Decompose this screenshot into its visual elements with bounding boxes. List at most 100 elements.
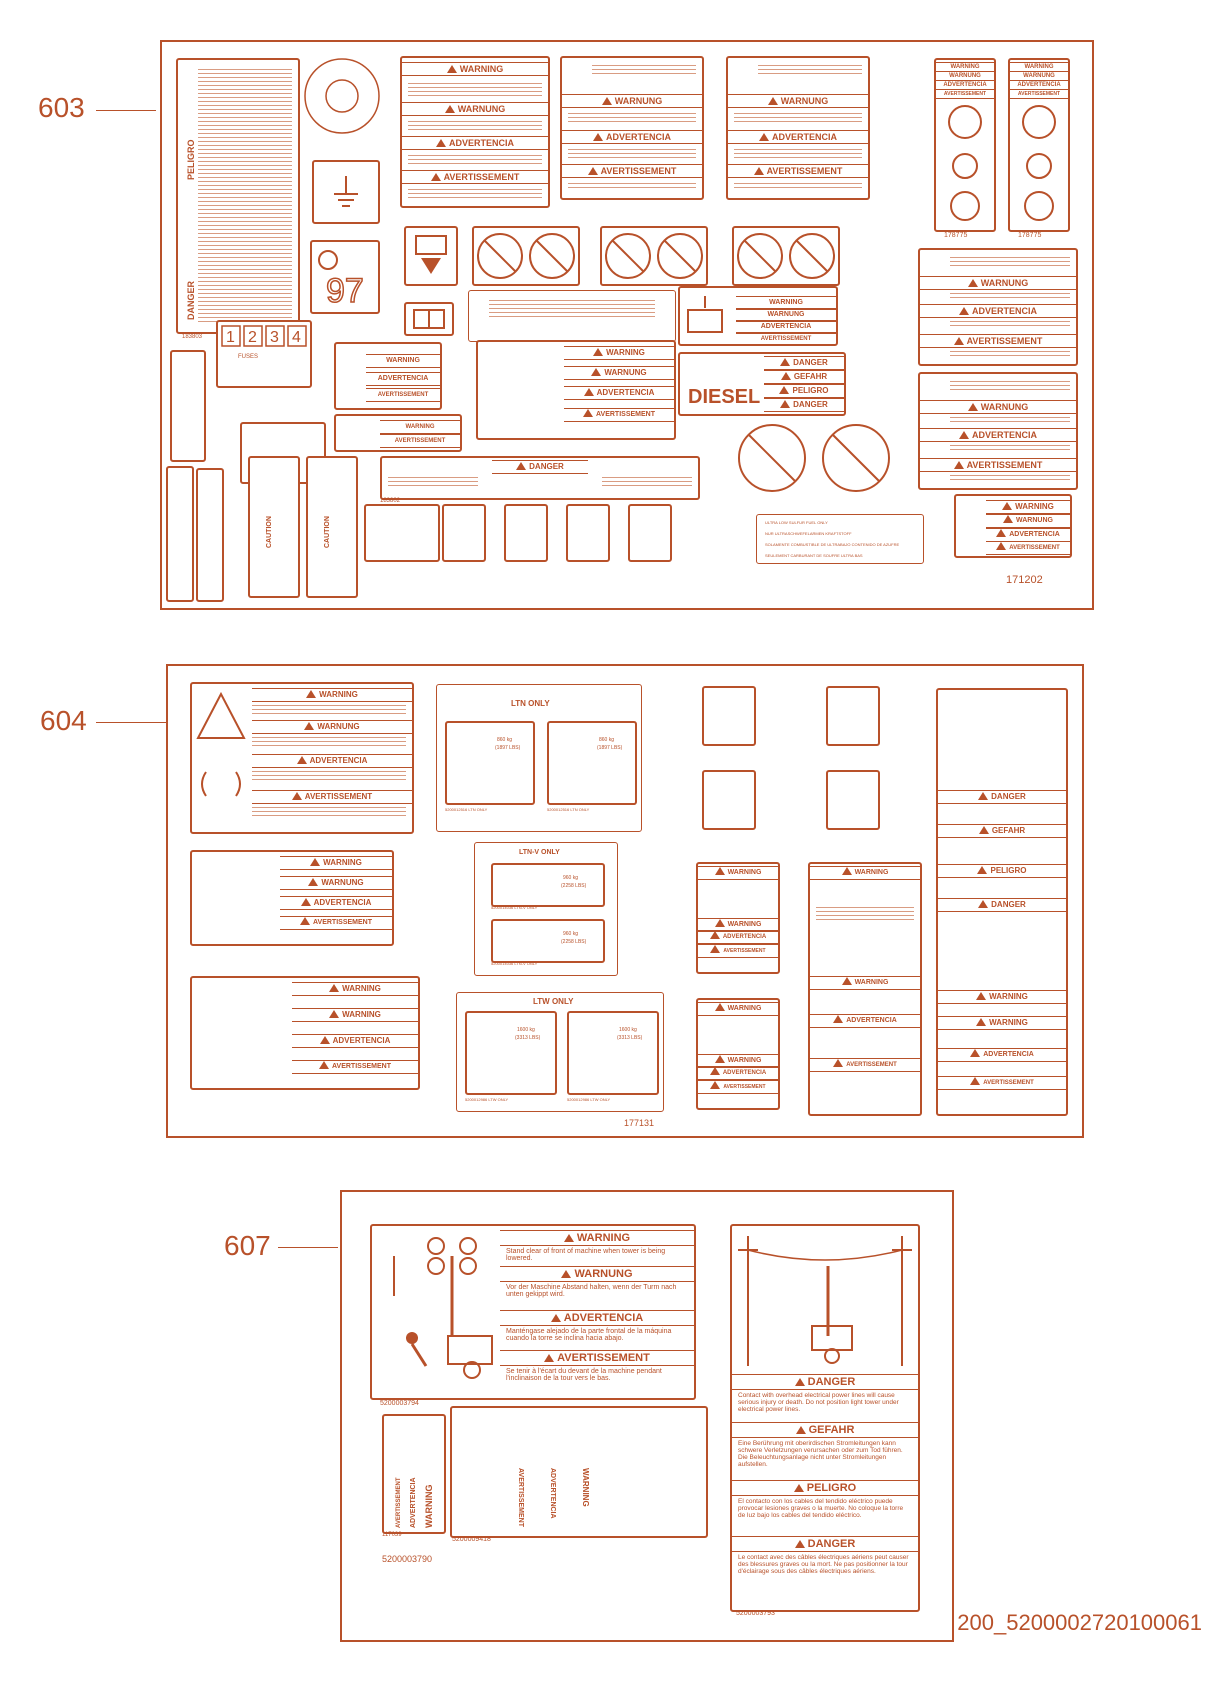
svg-text:3: 3 [270, 329, 279, 346]
fuel-line-2: NUR ULTRASCHWEFELARMEN KRAFTSTOFF [765, 531, 852, 536]
lift-point-decal-3 [566, 504, 610, 562]
hand-entanglement-icon-2 [1022, 105, 1056, 221]
ltn-weight-decal-1: 860 kg (1897 LBS) [445, 721, 535, 805]
decal-sheet-607: WARNING Stand clear of front of machine … [340, 1190, 954, 1642]
leader-603 [96, 110, 156, 111]
callout-607: 607 [224, 1230, 271, 1261]
hand-warning-decal [364, 504, 440, 562]
caution-label-2: CAUTION [324, 516, 331, 548]
warning-decal-117039: WARNING ADVERTENCIA AVERTISSEMENT [382, 1414, 446, 1534]
ltw-only-group: LTW ONLY 1600 kg (3313 LBS) 1600 kg (331… [456, 992, 664, 1112]
no-lift-icon [477, 233, 575, 279]
leader-607 [278, 1247, 338, 1248]
lift-point-decal-4 [628, 504, 672, 562]
ltw-weight-decal-1: 1600 kg (3313 LBS) [465, 1011, 557, 1095]
no-lift-decal-2 [600, 226, 708, 286]
decal-id-183802: 183802 [380, 498, 401, 504]
danger-text-es: El contacto con los cables del tendido e… [738, 1498, 904, 1519]
ground-symbol-decal [312, 160, 380, 224]
tall-decal-left-1 [166, 466, 194, 602]
fuel-line-4: SEULEMENT CARBURANT DE SOUFRE ULTRA BAS [765, 553, 863, 558]
small-pictogram-decal-1 [170, 350, 206, 462]
ltnv-weight-decal-2: 960 kg (2258 LBS) [491, 919, 605, 963]
decal-id-178775-a: 178775 [944, 232, 968, 239]
danger-text-de: Eine Berührung mit oberirdischen Stromle… [738, 1440, 903, 1468]
danger-text-fr: Le contact avec des câbles électriques a… [738, 1554, 909, 1575]
caution-label-1: CAUTION [266, 516, 273, 548]
warning-decal-5200003794: WARNING Stand clear of front of machine … [370, 1224, 696, 1400]
warning-text-en: Stand clear of front of machine when tow… [506, 1248, 666, 1262]
warning-decal-radar: WARNING WARNUNG ADVERTENCIA AVERTISSEMEN… [190, 682, 414, 834]
svg-text:2: 2 [248, 329, 257, 346]
rotated-avertissement-label: AVERTISSEMENT [396, 1477, 402, 1528]
battery-icon [687, 296, 723, 333]
lift-point-decal-2 [504, 504, 548, 562]
fuel-line-1: ULTRA LOW SULFUR FUEL ONLY [765, 520, 828, 525]
warning-decal-crush-2: WARNING WARNING ADVERTENCIA AVERTISSEMEN… [696, 998, 780, 1110]
forklift-decal-2 [826, 686, 880, 746]
prohibition-sign-2 [822, 424, 890, 492]
fuel-97-decal: 97 [310, 240, 380, 314]
no-lift-icon-3 [737, 233, 835, 279]
sheet-607-number: 5200003790 [382, 1554, 433, 1564]
warning-decal-electric-2: WARNUNG ADVERTENCIA AVERTISSEMENT [726, 56, 870, 200]
warning-header: WARNING [402, 62, 548, 76]
decal-id-5200003793: 5200003793 [736, 1610, 775, 1617]
svg-text:4: 4 [292, 329, 301, 346]
fuel-nozzle-icon: 97 [318, 250, 365, 311]
warning-decal-right-2: WARNUNG ADVERTENCIA AVERTISSEMENT [918, 372, 1078, 490]
ltw-weight-decal-2: 1600 kg (3313 LBS) [567, 1011, 659, 1095]
ltn-only-label: LTN ONLY [511, 699, 550, 708]
pictogram-decal-178775-a: WARNING WARNUNG ADVERTENCIA AVERTISSEMEN… [934, 58, 996, 232]
ltnv-weight-decal-1: 960 kg (2258 LBS) [491, 863, 605, 907]
hand-entanglement-icon [948, 105, 982, 221]
decal-id-178775-b: 178775 [1018, 232, 1042, 239]
diesel-label: DIESEL [688, 386, 761, 408]
caution-decal-1: CAUTION [248, 456, 300, 598]
danger-text-en: Contact with overhead electrical power l… [738, 1392, 899, 1413]
ltw-only-label: LTW ONLY [533, 997, 574, 1006]
callout-604: 604 [40, 705, 87, 736]
manual-decal [404, 302, 454, 336]
rotated-warning-label: WARNING [424, 1484, 434, 1529]
warning-text-fr: Se tenir à l'écart du devant de la machi… [506, 1368, 662, 1382]
warning-decal-transport: WARNING WARNING ADVERTENCIA AVERTISSEMEN… [190, 976, 420, 1090]
ltn-weight-decal-2: 860 kg (1897 LBS) [547, 721, 637, 805]
forklift-decal-4 [826, 770, 880, 830]
text-decal-bottle [468, 290, 676, 342]
warning-decal-crush-1: WARNING WARNING ADVERTENCIA AVERTISSEMEN… [696, 862, 780, 974]
warning-decal-electric: WARNUNG ADVERTENCIA AVERTISSEMENT [560, 56, 704, 200]
rotated-advertencia-label: ADVERTENCIA [410, 1477, 417, 1528]
svg-text:1: 1 [226, 329, 235, 346]
hot-surface-icon [415, 235, 447, 274]
warning-decal-right-1: WARNUNG ADVERTENCIA AVERTISSEMENT [918, 248, 1078, 366]
prohibition-sign-1 [738, 424, 806, 492]
pictogram-decal-178775-b: WARNING WARNUNG ADVERTENCIA AVERTISSEMEN… [1008, 58, 1070, 232]
decal-sheet-603: PELIGRO DANGER 183803 97 WARNING WARNUNG… [160, 40, 1094, 610]
round-decal [304, 58, 380, 134]
ltnv-only-group: LTN-V ONLY 960 kg (2258 LBS) 5200014036 … [474, 842, 618, 976]
warning-decal-small-1: WARNING ADVERTENCIA AVERTISSEMENT [334, 342, 442, 410]
warning-decal-tower-lowering: WARNING WARNUNG ADVERTENCIA AVERTISSEMEN… [476, 340, 676, 440]
decal-id-117039: 117039 [382, 1532, 402, 1538]
warning-decal-operator-manual: WARNING WARNUNG ADVERTENCIA AVERTISSEMEN… [400, 56, 550, 208]
sheet-604-number: 177131 [624, 1118, 655, 1128]
decal-sheet-604: WARNING WARNUNG ADVERTENCIA AVERTISSEMEN… [166, 664, 1084, 1138]
small-warning-decal-2: WARNING AVERTISSEMENT [334, 414, 462, 452]
ground-icon [334, 176, 358, 207]
no-lift-decal-1 [472, 226, 580, 286]
leader-604 [96, 722, 168, 723]
decal-danger-peligro: PELIGRO DANGER [176, 58, 300, 334]
ltn-only-group: LTN ONLY 860 kg (1897 LBS) 860 kg (1897 … [436, 684, 642, 832]
fuse-number-icons: 1 2 3 4 [221, 325, 307, 347]
decal-id-183803: 183803 [182, 334, 203, 340]
caution-decal-2: CAUTION [306, 456, 358, 598]
warning-decal-tower-604: WARNING WARNUNG ADVERTENCIA AVERTISSEMEN… [190, 850, 394, 946]
forklift-decal-1 [702, 686, 756, 746]
warning-decal-5200009418: WARNING ADVERTENCIA AVERTISSEMENT [450, 1406, 708, 1538]
fuel-line-3: SOLAMENTE COMBUSTIBLE DE ULTRABAJO CONTE… [765, 542, 900, 547]
danger-decal-5200003793: DANGER Contact with overhead electrical … [730, 1224, 920, 1612]
fuses-decal: 1 2 3 4 FUSES [216, 320, 312, 388]
tower-lowering-icon [393, 1237, 493, 1379]
sheet-603-number: 171202 [1006, 574, 1043, 586]
